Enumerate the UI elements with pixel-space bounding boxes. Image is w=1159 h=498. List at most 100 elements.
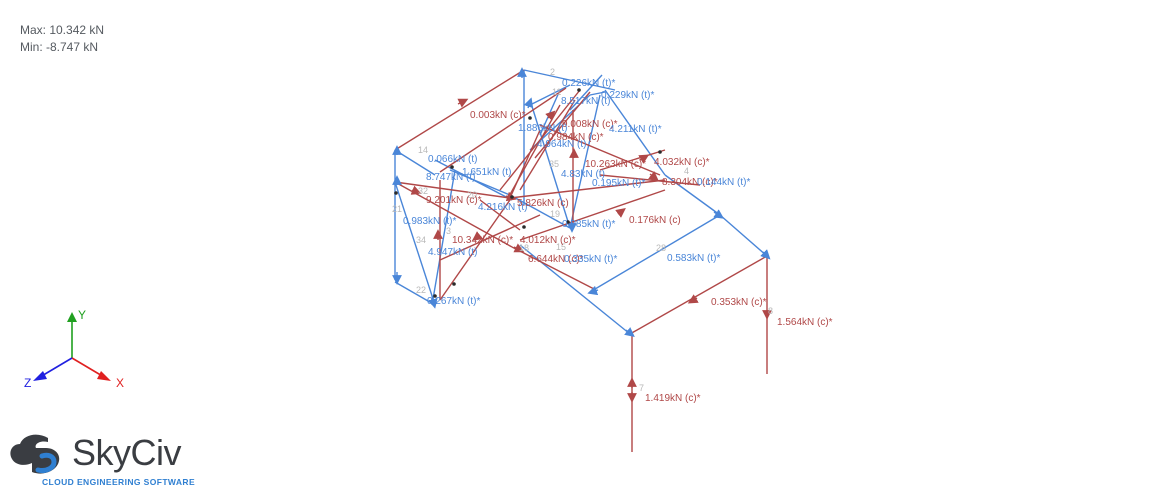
node-dot[interactable] (566, 220, 570, 224)
member-line[interactable] (431, 169, 456, 306)
result-range: Max: 10.342 kN Min: -8.747 kN (20, 22, 104, 56)
member-force-label[interactable]: 0.229kN (t)* (601, 90, 654, 101)
member-force-label[interactable]: 4.211kN (t)* (609, 124, 662, 135)
member-force-label[interactable]: 0.353kN (c)* (711, 297, 767, 308)
member-force-label[interactable]: 9.201kN (c)* (426, 195, 482, 206)
member-force-label[interactable]: 8.517kN (t) (561, 96, 610, 107)
member-force-label[interactable]: 0.144kN (t)* (697, 177, 750, 188)
member-line[interactable] (539, 124, 661, 176)
member-force-label[interactable]: 5.826kN (c) (517, 198, 569, 209)
node-id: 4 (684, 166, 689, 176)
node-dot[interactable] (510, 195, 514, 199)
arrow-icon (523, 97, 534, 109)
member-line[interactable] (394, 181, 511, 199)
member-line[interactable] (479, 199, 521, 231)
member-force-label[interactable]: 4.83kN (t) (561, 169, 605, 180)
member-force-label[interactable]: 4.012kN (c)* (520, 235, 576, 246)
member-line[interactable] (589, 214, 721, 293)
node-id: 34 (416, 235, 426, 245)
member-force-label[interactable]: 6.644kN (c)* (528, 254, 584, 265)
node-id: 28 (656, 243, 666, 253)
arrow-icon (513, 243, 525, 253)
member-line[interactable] (534, 91, 591, 159)
node-id: 15 (556, 242, 566, 252)
member-force-label[interactable]: 0.335kN (t)* (564, 254, 617, 265)
member-line[interactable] (589, 91, 606, 96)
node-id: 18 (519, 243, 529, 253)
member-line[interactable] (529, 84, 571, 106)
member-line[interactable] (719, 214, 768, 257)
node-dots[interactable] (394, 88, 662, 298)
member-force-label[interactable]: 4.964kN (t) (537, 139, 586, 150)
node-id: 35 (549, 159, 559, 169)
member-force-label[interactable]: 1.886kN (t) (518, 123, 567, 134)
member-line[interactable] (599, 149, 666, 171)
member-force-label[interactable]: 0.983kN (t)* (403, 216, 456, 227)
arrow-icon (615, 208, 626, 218)
node-id: 32 (418, 186, 428, 196)
member-force-label[interactable]: 0.066kN (t) (428, 154, 477, 165)
node-id: 21 (392, 204, 402, 214)
arrow-icon (638, 154, 650, 164)
node-dot[interactable] (450, 165, 454, 169)
z-axis-label: Z (24, 376, 31, 390)
member-force-label[interactable]: 0.984kN (c)* (548, 132, 604, 143)
member-line[interactable] (394, 181, 436, 306)
member-line[interactable] (394, 69, 525, 151)
member-line[interactable] (523, 69, 616, 91)
member-line[interactable] (449, 169, 511, 196)
node-dot[interactable] (577, 88, 581, 92)
arrow-icon (648, 171, 659, 182)
node-dot[interactable] (658, 150, 662, 154)
arrow-icon (687, 294, 699, 304)
member-force-label[interactable]: 9.008kN (c)* (562, 119, 618, 130)
node-dot[interactable] (394, 191, 398, 195)
arrow-icon (545, 110, 556, 121)
member-line[interactable] (509, 194, 571, 229)
member-line[interactable] (519, 189, 666, 241)
member-force-label[interactable]: 0.267kN (t)* (427, 296, 480, 307)
member-line[interactable] (664, 174, 721, 216)
member-force-label[interactable]: 0.583kN (t)* (667, 253, 720, 264)
member-force-label[interactable]: 0.195kN (t)* (592, 178, 645, 189)
member-force-label[interactable]: 0.985kN (t)* (562, 219, 615, 230)
member-force-label[interactable]: 10.263kN (c)* (585, 159, 646, 170)
arrow-icon (428, 295, 438, 309)
member-line[interactable] (439, 87, 567, 173)
member-force-label[interactable]: 8.304kN (c)* (662, 177, 718, 188)
member-line[interactable] (439, 214, 541, 261)
arrow-icon (457, 98, 469, 108)
arrow-icon (410, 185, 422, 195)
member-force-label[interactable]: 8.747kN (t) (426, 172, 475, 183)
member-force-label[interactable]: 4.032kN (c)* (654, 157, 710, 168)
member-force-label[interactable]: 1.651kN (t) (462, 167, 511, 178)
member-force-label[interactable]: 10.342kN (c)* (452, 235, 513, 246)
skyciv-logo-icon (10, 434, 60, 474)
node-dot[interactable] (522, 225, 526, 229)
member-line[interactable] (529, 99, 571, 229)
member-force-label[interactable]: 4.947kN (t) (428, 247, 477, 258)
member-line[interactable] (519, 99, 576, 191)
member-force-label[interactable]: 0.176kN (c) (629, 215, 681, 226)
node-id: 22 (416, 285, 426, 295)
node-id: 11 (552, 87, 561, 97)
member-line[interactable] (569, 74, 603, 111)
member-line[interactable] (569, 94, 601, 229)
node-dot[interactable] (452, 282, 456, 286)
member-force-label[interactable]: 4.216kN (t) (478, 202, 527, 213)
member-force-label[interactable]: 0.003kN (c)* (470, 110, 526, 121)
member-line[interactable] (509, 179, 666, 199)
member-force-label[interactable]: 0.226kN (t)* (562, 78, 615, 89)
member-line[interactable] (509, 129, 541, 199)
node-dot[interactable] (528, 116, 532, 120)
node-id: 14 (418, 145, 428, 155)
axis-triad: Y X Z (24, 308, 124, 390)
max-value-label: Max: 10.342 kN (20, 23, 105, 37)
member-force-label[interactable]: 1.419kN (c)* (645, 393, 701, 404)
member-force-label[interactable]: 1.564kN (c)* (777, 317, 833, 328)
node-dot[interactable] (433, 294, 437, 298)
member-line[interactable] (604, 89, 666, 176)
member-line[interactable] (629, 255, 768, 335)
member-line[interactable] (511, 246, 597, 291)
